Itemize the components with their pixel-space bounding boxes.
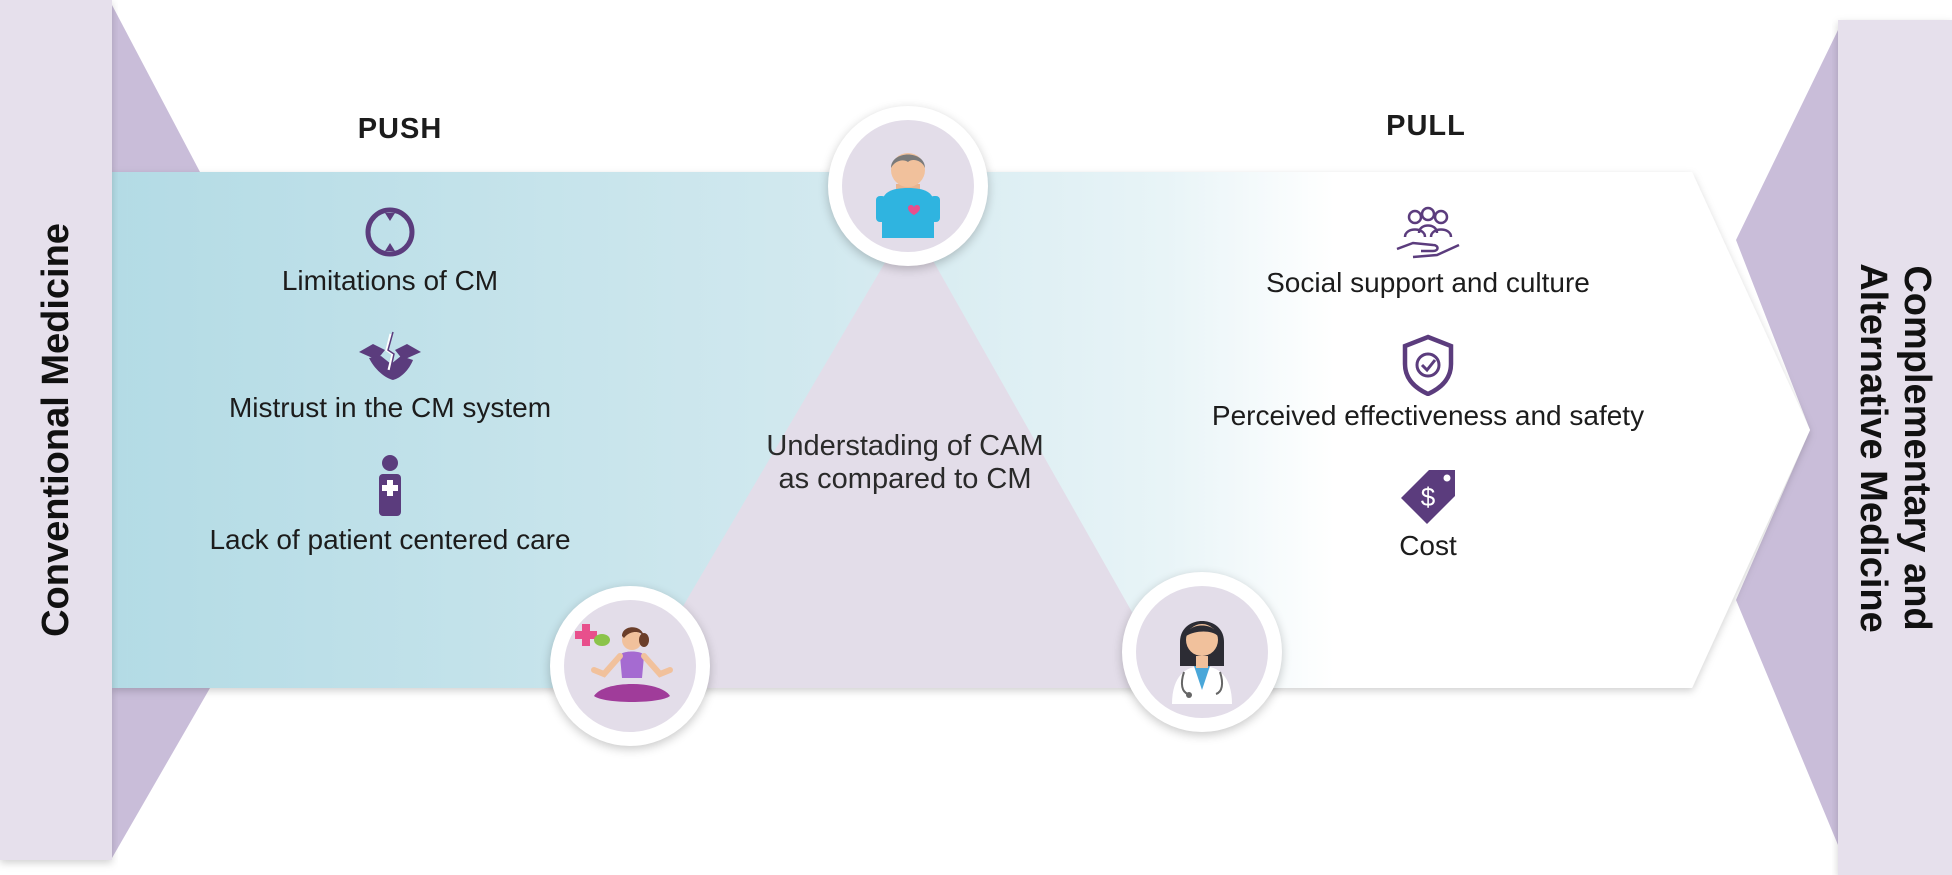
center-triangle bbox=[635, 220, 1175, 688]
center-caption: Understading of CAM as compared to CM bbox=[735, 430, 1075, 496]
community-hand-icon bbox=[1396, 206, 1460, 259]
push-factor-label: Lack of patient centered care bbox=[209, 524, 571, 555]
bubble-doctor bbox=[1122, 572, 1282, 732]
limitation-gauge-icon bbox=[365, 207, 415, 257]
shield-check-icon bbox=[1402, 334, 1454, 396]
left-funnel-top bbox=[112, 5, 200, 172]
meditating-woman-icon bbox=[575, 624, 673, 702]
bubble-patient bbox=[828, 106, 988, 266]
push-factor-limitations: Limitations of CM bbox=[130, 203, 650, 297]
center-caption-line1: Understading of CAM bbox=[766, 430, 1044, 462]
cam-label: Complementary and Alternative Medicine bbox=[1851, 263, 1939, 633]
push-factor-patient-care: Lack of patient centered care bbox=[130, 454, 650, 556]
svg-text:$: $ bbox=[1421, 482, 1436, 512]
pull-factor-effectiveness: Perceived effectiveness and safety bbox=[1168, 334, 1688, 432]
doctor-icon bbox=[1172, 621, 1232, 704]
right-funnel bbox=[1736, 30, 1838, 845]
conventional-medicine-label: Conventional Medicine bbox=[35, 223, 78, 637]
patient-person-icon bbox=[876, 153, 940, 238]
push-heading: PUSH bbox=[357, 113, 443, 145]
right-pole-bar bbox=[1838, 20, 1952, 875]
pull-factor-cost: $ Cost bbox=[1168, 468, 1688, 562]
pull-factor-label: Social support and culture bbox=[1266, 267, 1590, 298]
pull-factor-label: Cost bbox=[1399, 530, 1457, 561]
left-funnel-bottom bbox=[112, 688, 210, 858]
center-caption-line2: as compared to CM bbox=[778, 463, 1032, 495]
push-factor-mistrust: Mistrust in the CM system bbox=[130, 330, 650, 424]
bubble-meditation bbox=[550, 586, 710, 746]
pull-factor-label: Perceived effectiveness and safety bbox=[1211, 400, 1645, 431]
left-pole-bar bbox=[0, 0, 112, 860]
push-factor-label: Limitations of CM bbox=[281, 265, 499, 296]
cam-label-line2: Alternative Medicine bbox=[1852, 262, 1894, 633]
push-factor-label: Mistrust in the CM system bbox=[228, 392, 552, 423]
pull-heading: PULL bbox=[1386, 110, 1466, 142]
patient-cross-icon bbox=[379, 455, 401, 516]
broken-handshake-icon bbox=[359, 331, 421, 380]
cam-label-line1: Complementary and bbox=[1896, 264, 1938, 631]
pull-factor-social: Social support and culture bbox=[1168, 205, 1688, 299]
price-tag-icon: $ bbox=[1401, 470, 1455, 524]
